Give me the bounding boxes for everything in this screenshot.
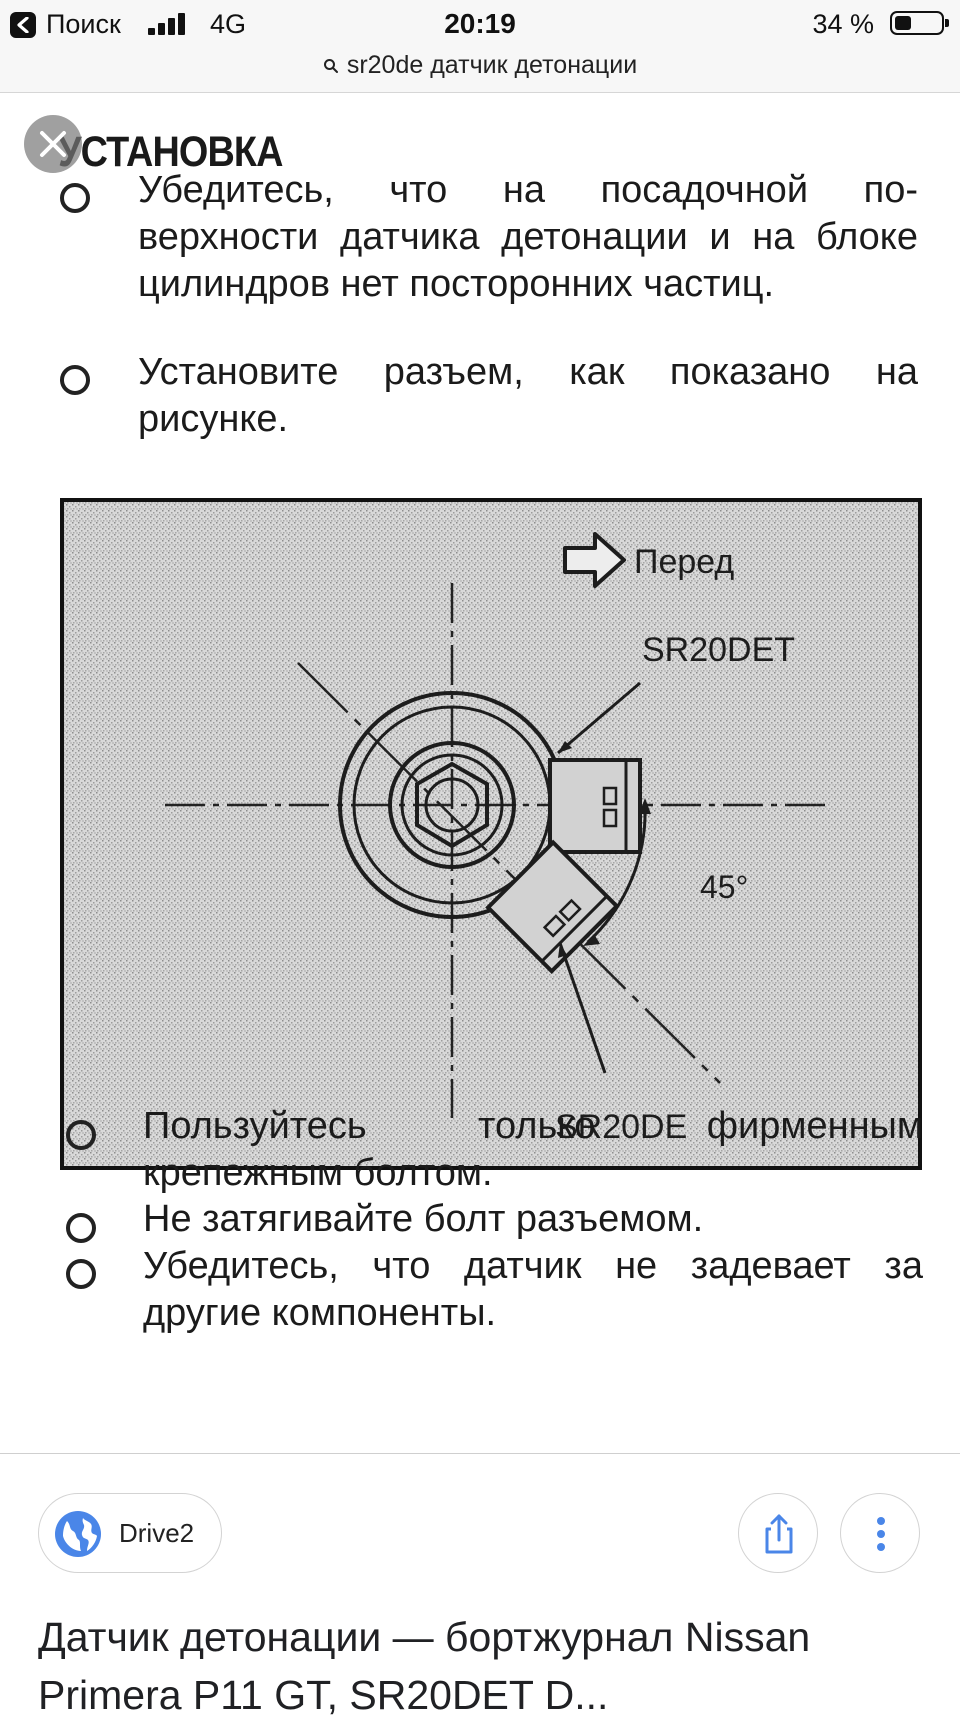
image-viewer[interactable]: УСТАНОВКА Убедитесь, что на посадочной п… <box>0 93 960 1454</box>
more-vertical-icon <box>877 1517 885 1551</box>
section-heading: УСТАНОВКА <box>58 128 283 176</box>
search-icon <box>323 58 338 73</box>
globe-icon <box>55 1511 101 1557</box>
sr20de-label: SR20DE <box>555 1108 687 1146</box>
angle-label: 45° <box>700 869 748 905</box>
status-bar: Поиск 4G 20:19 34 % <box>0 0 960 48</box>
close-icon <box>40 131 66 157</box>
share-button[interactable] <box>738 1493 818 1573</box>
bullet-icon <box>60 183 90 213</box>
back-to-app-icon[interactable] <box>10 12 36 38</box>
bullet-icon <box>60 365 90 395</box>
battery-icon <box>890 11 949 35</box>
close-button[interactable] <box>24 115 82 173</box>
clock: 20:19 <box>444 8 516 39</box>
instruction-text: Убедитесь, что датчик не задевает за дру… <box>143 1245 923 1334</box>
front-arrow-icon <box>563 532 626 588</box>
signal-strength-icon <box>148 13 186 35</box>
sensor-diagram: Перед SR20DET SR20DE 45° <box>60 498 922 1170</box>
source-chip[interactable]: Drive2 <box>38 1493 222 1573</box>
search-query[interactable]: sr20de датчик детонации <box>346 51 638 79</box>
battery-percent: 34 % <box>812 9 874 39</box>
manual-page-scan: УСТАНОВКА Убедитесь, что на посадочной п… <box>0 93 960 1453</box>
instruction-text: Пользуйтесь только фирменным крепежным б… <box>143 1105 923 1194</box>
back-app-label[interactable]: Поиск <box>46 9 121 39</box>
sr20det-label: SR20DET <box>642 631 795 669</box>
instruction-text: Установите разъем, как показано на рисун… <box>138 351 918 440</box>
instruction-text: Не затягивайте болт разъемом. <box>143 1198 704 1240</box>
instruction-text: Убедитесь, что на посадочной по- верхнос… <box>138 169 918 305</box>
share-icon <box>765 1514 793 1554</box>
source-label: Drive2 <box>119 1518 195 1548</box>
network-type: 4G <box>210 9 247 39</box>
bullet-icon <box>66 1213 96 1243</box>
more-options-button[interactable] <box>840 1493 920 1573</box>
front-label: Перед <box>634 543 734 581</box>
bullet-icon <box>66 1259 96 1289</box>
bullet-icon <box>66 1120 96 1150</box>
address-bar[interactable]: sr20de датчик детонации <box>0 48 960 93</box>
